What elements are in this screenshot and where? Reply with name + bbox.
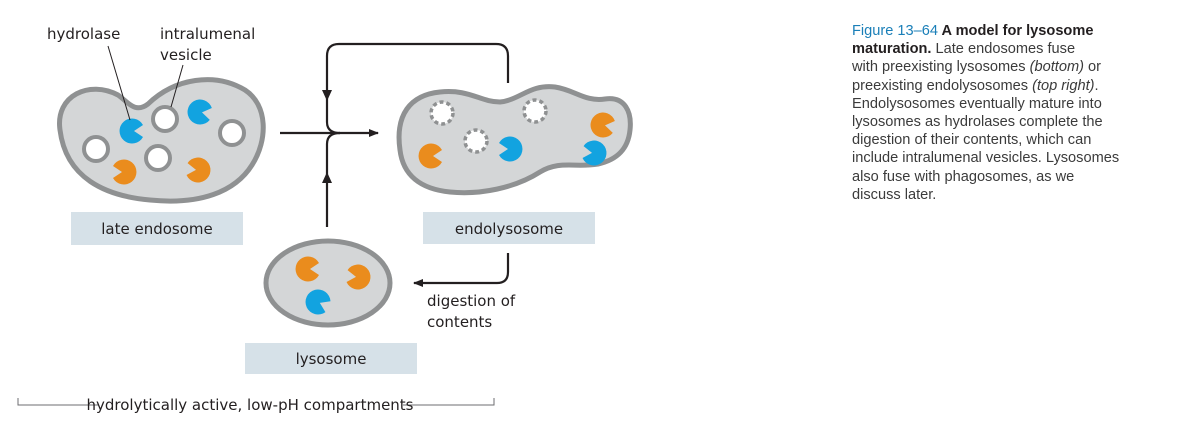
endolysosome-label-box — [423, 212, 595, 244]
hydrolase-blue-icon — [305, 289, 331, 315]
caption-text: Late endosomes fuse — [931, 41, 1076, 58]
contents-label: contents — [427, 313, 492, 331]
caption-italic: (bottom) — [1029, 59, 1084, 76]
digested-vesicle — [463, 128, 489, 154]
figure-title-part1: A model for lysosome — [938, 23, 1094, 39]
figure-title-part2: maturation. — [852, 41, 932, 58]
caption-text: . — [1094, 77, 1099, 94]
hydrolase-blue-icon — [187, 99, 212, 125]
lysosome-arrowhead — [322, 172, 332, 183]
hydrolase-blue-icon — [119, 118, 143, 144]
figure-caption: Figure 13–64 A model for lysosome matura… — [852, 22, 1189, 204]
caption-text: preexisting endolysosomes — [852, 77, 1033, 94]
hydrolase-leader-line — [107, 45, 131, 121]
vesicle-leader-line — [170, 64, 184, 108]
digestion-arrow — [413, 253, 510, 287]
hydrolase-orange-icon — [418, 143, 442, 169]
intralumenal-vesicle — [82, 135, 110, 163]
late-endosome-label-box — [71, 212, 243, 245]
hydrolase-label: hydrolase — [47, 25, 120, 43]
hydrolase-orange-icon — [590, 112, 615, 138]
hydrolase-orange-icon — [295, 256, 319, 282]
lysosome-label: lysosome — [296, 350, 367, 368]
lysosome-membrane — [263, 238, 393, 328]
vesicle-label: vesicle — [160, 46, 212, 64]
caption-line: also fuse with phagosomes, as we — [852, 168, 1075, 185]
figure-number: Figure 13–64 — [852, 23, 939, 39]
caption-text: or — [1083, 59, 1102, 76]
digestion-label: digestion of — [427, 292, 516, 310]
hydrolase-orange-icon — [186, 157, 211, 183]
hydrolase-blue-icon — [499, 136, 523, 162]
late-endosome — [57, 77, 266, 204]
caption-italic: (top right) — [1032, 77, 1095, 94]
caption-text: with preexisting lysosomes — [852, 59, 1030, 76]
bracket-left — [17, 398, 98, 406]
intralumenal-label: intralumenal — [160, 25, 255, 43]
caption-line: lysosomes as hydrolases complete the — [852, 114, 1103, 131]
recycle-arrowhead — [322, 90, 332, 101]
late-endosome-label: late endosome — [101, 220, 213, 238]
endolysosome — [396, 84, 633, 196]
bracket-label: hydrolytically active, low-pH compartmen… — [87, 396, 414, 414]
intralumenal-vesicle — [144, 144, 172, 172]
caption-line: Endolysosomes eventually mature into — [852, 95, 1102, 112]
hydrolase-orange-icon — [113, 159, 137, 185]
caption-line: discuss later. — [852, 186, 937, 203]
caption-line: digestion of their contents, which can — [852, 132, 1092, 149]
late-endosome-membrane — [57, 77, 266, 204]
hydrolase-orange-icon — [346, 264, 371, 290]
fusion-arrows — [280, 42, 510, 287]
recycle-loop-arrow — [325, 42, 510, 135]
lysosome-label-box — [245, 343, 417, 374]
lysosome-fusion-line — [325, 131, 341, 227]
lysosome — [263, 238, 393, 328]
compartments-bracket: hydrolytically active, low-pH compartmen… — [17, 396, 495, 414]
hydrolase-blue-icon — [582, 140, 607, 166]
intralumenal-vesicle — [218, 119, 246, 147]
digested-vesicle — [522, 98, 548, 124]
endolysosome-label: endolysosome — [455, 220, 563, 238]
caption-line: include intralumenal vesicles. Lysosomes — [852, 150, 1120, 167]
bracket-right — [403, 398, 495, 406]
intralumenal-vesicle — [151, 105, 179, 133]
digested-vesicle — [429, 100, 455, 126]
